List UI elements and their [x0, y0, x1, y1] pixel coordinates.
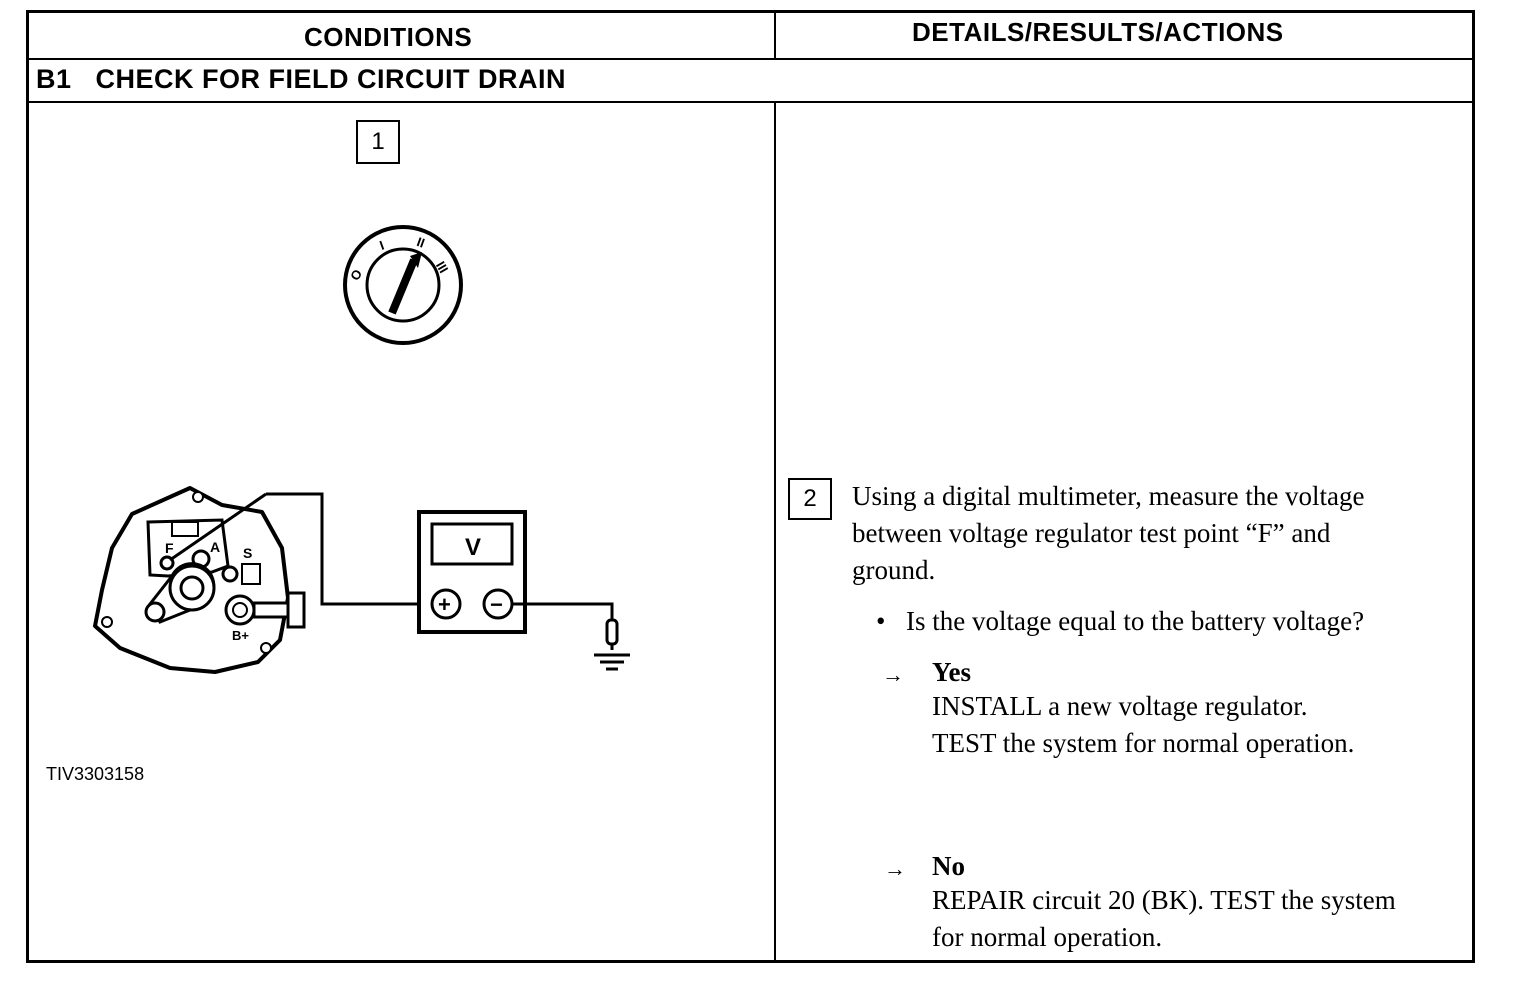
step-2-box: 2: [788, 478, 832, 520]
yes-arrow-icon: →: [882, 662, 904, 687]
step-1-number: 1: [371, 128, 385, 155]
terminal-label-f: F: [165, 540, 174, 556]
terminal-label-a: A: [210, 539, 220, 555]
switch-label-2: II: [415, 234, 427, 251]
no-arrow-icon: →: [884, 856, 906, 881]
no-label: No: [932, 851, 965, 881]
multimeter-icon: V + −: [417, 510, 527, 634]
yes-action-2: TEST the system for normal operation.: [932, 728, 1355, 758]
yes-label: Yes: [932, 657, 971, 687]
test-lead-positive: [169, 492, 432, 606]
step-2-question: Is the voltage equal to the battery volt…: [906, 606, 1365, 636]
step-1-box: 1: [356, 120, 400, 164]
terminal-label-bplus: B+: [232, 628, 249, 643]
no-action-1: REPAIR circuit 20 (BK). TEST the system: [932, 885, 1396, 915]
yes-actions: INSTALL a new voltage regulator. TEST th…: [932, 688, 1354, 762]
header-column-divider: [774, 10, 776, 59]
meter-display-label: V: [465, 534, 481, 561]
step-2-instruction: Using a digital multimeter, measure the …: [852, 478, 1365, 589]
ground-lead: [512, 602, 619, 650]
ignition-switch-icon: O I II III: [343, 225, 463, 345]
step-2-number: 2: [803, 485, 817, 512]
meter-plus-label: +: [438, 592, 451, 617]
meter-minus-label: −: [490, 592, 503, 617]
terminal-label-s: S: [243, 545, 252, 561]
alternator-icon: F A S B+: [93, 486, 306, 674]
circuit-diagram: O I II III F A S B+: [93, 225, 630, 674]
header-details: DETAILS/RESULTS/ACTIONS: [912, 17, 1284, 47]
instruction-line-1: Using a digital multimeter, measure the …: [852, 481, 1365, 511]
switch-label-1: I: [378, 238, 387, 253]
bullet-icon: •: [876, 606, 886, 636]
no-action-2: for normal operation.: [932, 922, 1163, 952]
header-conditions: CONDITIONS: [304, 22, 473, 52]
body-column-divider: [774, 101, 776, 962]
header-divider: [26, 58, 1475, 60]
section-title: B1 CHECK FOR FIELD CIRCUIT DRAIN: [36, 64, 566, 94]
figure-id: TIV3303158: [46, 764, 145, 784]
table-frame: [26, 10, 1475, 963]
ground-icon: [594, 653, 630, 671]
instruction-line-3: ground.: [852, 555, 936, 585]
yes-action-1: INSTALL a new voltage regulator.: [932, 691, 1308, 721]
instruction-line-2: between voltage regulator test point “F”…: [852, 518, 1331, 548]
no-actions: REPAIR circuit 20 (BK). TEST the system …: [932, 882, 1396, 956]
section-divider: [26, 101, 1475, 103]
